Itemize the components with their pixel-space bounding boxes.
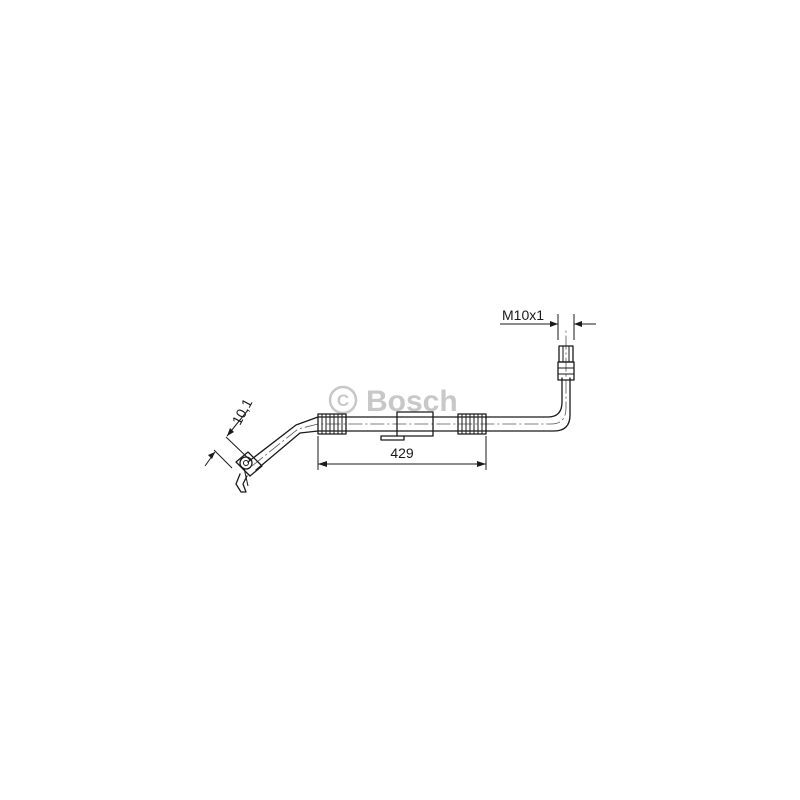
hose-body [247, 330, 571, 471]
mounting-bracket [380, 411, 434, 441]
right-threaded-fitting [557, 345, 575, 381]
left-ferrule [317, 413, 347, 435]
bosch-brand-text: Bosch [366, 385, 458, 418]
length-label: 429 [390, 445, 414, 461]
copyright-symbol: C [337, 391, 349, 410]
length-dimension: 429 [317, 436, 487, 470]
right-ferrule [457, 413, 487, 435]
bosch-watermark: C Bosch [328, 385, 458, 418]
copyright-circle [328, 385, 358, 415]
thread-label: M10x1 [502, 307, 544, 323]
fitting-diameter-label: 10,1 [229, 396, 256, 428]
left-eye-fitting [235, 451, 263, 493]
thread-dimension: M10x1 [500, 307, 596, 340]
